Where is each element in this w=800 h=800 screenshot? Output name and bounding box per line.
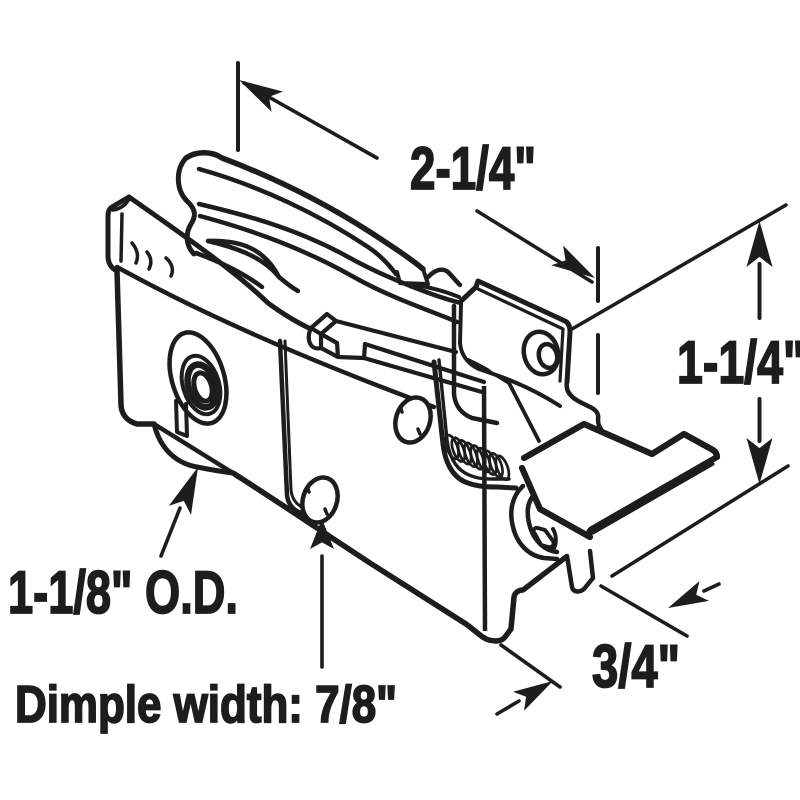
svg-text:2-1/4": 2-1/4" [410, 135, 536, 202]
svg-text:1-1/4": 1-1/4" [677, 329, 800, 396]
svg-text:1-1/8" O.D.: 1-1/8" O.D. [8, 559, 238, 626]
svg-text:3/4": 3/4" [592, 633, 680, 700]
svg-text:Dimple width: 7/8": Dimple width: 7/8" [15, 676, 397, 734]
